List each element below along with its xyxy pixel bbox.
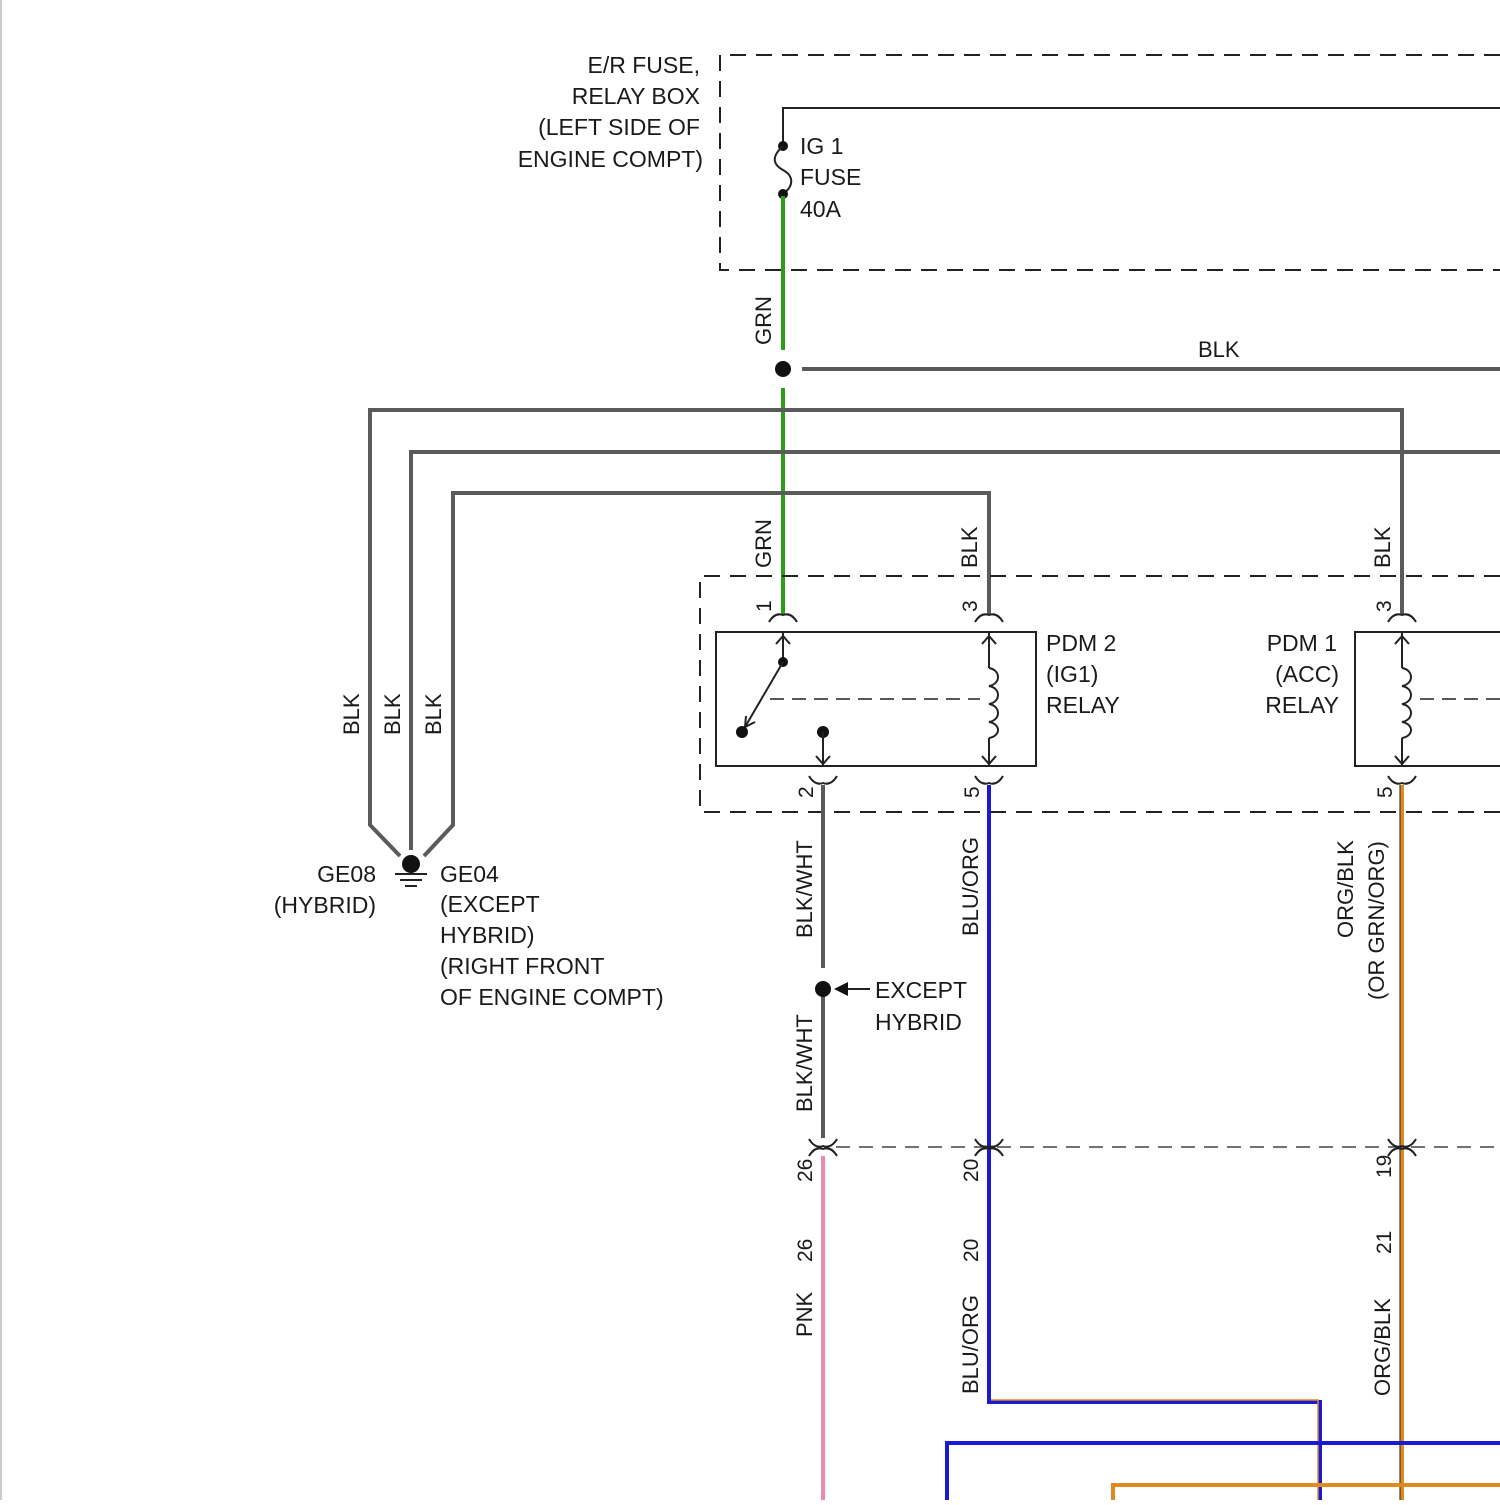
er-box-label-line-3: (LEFT SIDE OF: [538, 114, 700, 140]
org-bus-wire: [1113, 1485, 1500, 1500]
wire-label-blk-ground-1: BLK: [339, 693, 364, 735]
pdm2-label-line-1: PDM 2: [1046, 630, 1116, 656]
wire-label-bluorg-upper: BLU/ORG: [958, 837, 983, 936]
er-box-label-line-4: ENGINE COMPT): [518, 146, 703, 172]
wire-label-pnk: PNK: [792, 1291, 817, 1337]
pdm1-label-line-1: PDM 1: [1267, 630, 1337, 656]
ground-right-line-1: GE04: [440, 861, 499, 887]
splice-point-top: [775, 361, 791, 377]
wire-label-orgblk-lower: ORG/BLK: [1370, 1298, 1395, 1396]
wire-label-blk-pdm1: BLK: [1370, 526, 1395, 568]
pdm2-relay: [716, 632, 1036, 766]
pdm2-label-line-3: RELAY: [1046, 692, 1120, 718]
connector-pin-20-upper: 20: [960, 1159, 983, 1182]
wire-label-blk-ground-2: BLK: [380, 693, 405, 735]
pdm1-pin-5: 5: [1374, 786, 1397, 798]
inline-connector: [809, 1139, 1500, 1156]
ground-right-line-4: (RIGHT FRONT: [440, 953, 604, 979]
pdm1-relay: [1355, 632, 1500, 766]
connector-pin-26-lower: 26: [794, 1239, 817, 1262]
fuse-label-line-1: IG 1: [800, 133, 843, 159]
ground-right-line-2: (EXCEPT: [440, 891, 540, 917]
wire-label-blk-pdm2: BLK: [957, 526, 982, 568]
wire-label-blk-ground-3: BLK: [421, 693, 446, 735]
wire-label-blkwht-lower: BLK/WHT: [792, 1014, 817, 1112]
er-box-label-line-1: E/R FUSE,: [588, 52, 700, 78]
wire-label-blkwht-upper: BLK/WHT: [792, 840, 817, 938]
splice-point-except-hybrid: [815, 981, 831, 997]
connector-pin-21-lower: 21: [1373, 1231, 1396, 1254]
ground-symbol: [395, 855, 427, 886]
bluorg-wire: [989, 785, 1320, 1500]
splice-label-line-2: HYBRID: [875, 1009, 962, 1035]
er-fuse-relay-box: E/R FUSE, RELAY BOX (LEFT SIDE OF ENGINE…: [518, 52, 1500, 270]
pdm2-pin-5: 5: [961, 786, 984, 798]
pdm1-label-line-2: (ACC): [1275, 661, 1339, 687]
blu-bus-wire: [947, 1443, 1500, 1500]
fuse-label-line-2: FUSE: [800, 164, 861, 190]
connector-pin-26-upper: 26: [794, 1159, 817, 1182]
pdm1-pin-3: 3: [1373, 600, 1396, 612]
ig1-fuse-symbol: [775, 141, 792, 199]
pdm2-pin-2: 2: [795, 786, 818, 798]
wire-label-bluorg-lower: BLU/ORG: [958, 1295, 983, 1394]
ground-left-line-2: (HYBRID): [274, 892, 376, 918]
wire-label-orgblk-alt: (OR GRN/ORG): [1364, 841, 1389, 1000]
splice-label-line-1: EXCEPT: [875, 977, 967, 1003]
ground-right-line-5: OF ENGINE COMPT): [440, 984, 664, 1010]
ground-right-line-3: HYBRID): [440, 922, 535, 948]
connector-pin-19-upper: 19: [1373, 1155, 1396, 1178]
connector-pin-20-lower: 20: [960, 1239, 983, 1262]
wire-label-blk-right: BLK: [1198, 337, 1240, 362]
pdm2-pin-3: 3: [959, 600, 982, 612]
pdm2-label-line-2: (IG1): [1046, 661, 1098, 687]
pdm1-label-line-3: RELAY: [1265, 692, 1339, 718]
pdm2-pin-1: 1: [753, 600, 776, 612]
wire-label-grn-relay: GRN: [751, 519, 776, 568]
er-box-label-line-2: RELAY BOX: [572, 83, 700, 109]
wire-label-orgblk-upper: ORG/BLK: [1333, 840, 1358, 938]
fuse-label-line-3: 40A: [800, 196, 842, 222]
wire-label-grn-top: GRN: [751, 296, 776, 345]
ground-left-line-1: GE08: [317, 861, 376, 887]
